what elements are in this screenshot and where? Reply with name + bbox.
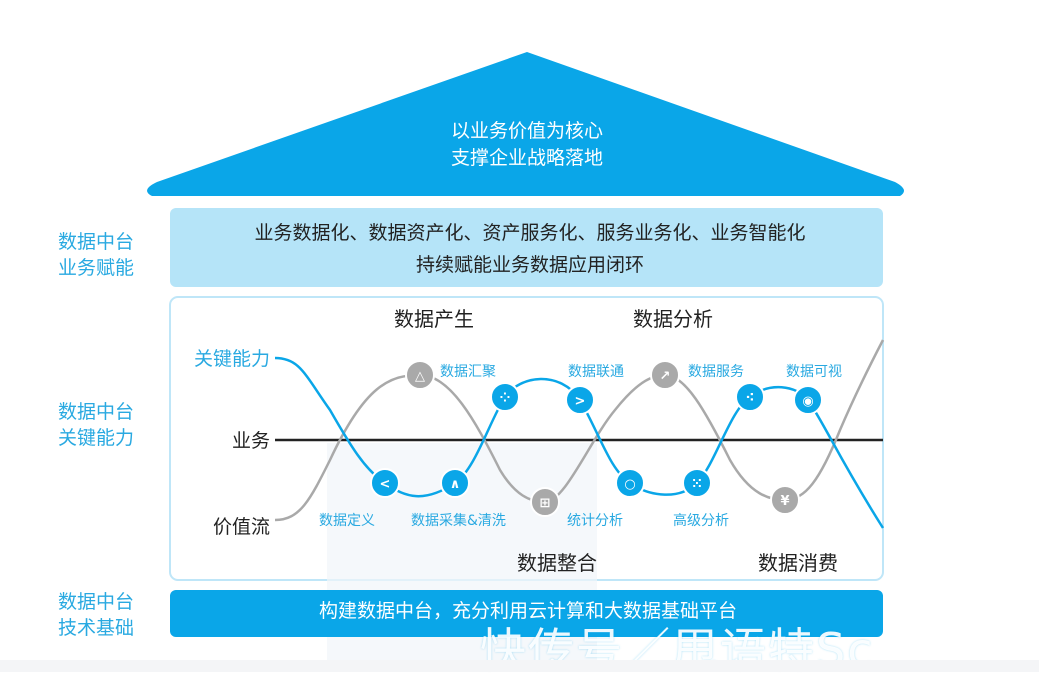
layer-label-business-2: 业务赋能 [58, 257, 134, 279]
service-icon: ⁖ [746, 391, 755, 406]
layer-label-business-1: 数据中台 [58, 231, 134, 253]
value-node [650, 360, 680, 390]
chart-icon: ↗ [660, 369, 671, 384]
aggregate-icon: △ [415, 369, 425, 384]
capability-node-label: 数据采集&清洗 [411, 512, 506, 529]
capability-node [565, 385, 595, 415]
nodes-icon: ⁙ [692, 477, 703, 492]
capability-node [490, 382, 520, 412]
capability-node [735, 382, 765, 412]
business-enablement-line-1: 业务数据化、数据资产化、资产服务化、服务业务化、业务智能化 [254, 222, 805, 244]
capability-node-label: 数据服务 [688, 364, 744, 380]
collect-icon: ∧ [450, 477, 461, 492]
layer-label-capability-1: 数据中台 [58, 401, 134, 423]
business-enablement-band [170, 208, 883, 287]
eye-icon: ◉ [802, 394, 813, 409]
capability-node-label: 数据定义 [319, 513, 375, 529]
business-enablement-line-2: 持续赋能业务数据应用闭环 [416, 254, 644, 276]
roof-line-1: 以业务价值为核心 [451, 120, 603, 142]
phase-label-generate: 数据产生 [394, 307, 474, 331]
line-label-value-stream: 价值流 [213, 516, 270, 538]
capability-node-label: 数据可视 [786, 364, 842, 380]
network-icon: ⁘ [500, 391, 511, 406]
capability-node [793, 385, 823, 415]
phase-label-consume: 数据消费 [758, 551, 838, 575]
yen-icon: ¥ [780, 494, 789, 509]
line-label-capability: 关键能力 [194, 348, 270, 370]
connect-icon: > [575, 394, 586, 409]
value-node [405, 360, 435, 390]
phase-label-analyze: 数据分析 [633, 307, 713, 331]
share-icon: < [380, 477, 391, 492]
capability-node-label: 统计分析 [567, 513, 623, 529]
capability-node [370, 468, 400, 498]
capability-node [440, 468, 470, 498]
value-node [770, 485, 800, 515]
phase-label-integrate: 数据整合 [517, 551, 597, 575]
page-footer-strip [0, 660, 1039, 672]
tech-foundation-band [170, 590, 883, 637]
capability-node [615, 468, 645, 498]
tech-foundation-text: 构建数据中台，充分利用云计算和大数据基础平台 [319, 600, 737, 622]
layer-label-capability-2: 关键能力 [58, 427, 134, 449]
line-label-business: 业务 [232, 430, 270, 452]
merge-icon: ⊞ [540, 496, 551, 511]
capability-node-label: 数据联通 [568, 364, 624, 380]
value-node-label: 数据汇聚 [440, 364, 496, 380]
roof-triangle [147, 52, 904, 196]
layer-label-foundation-1: 数据中台 [58, 591, 134, 613]
roof-line-2: 支撑企业战略落地 [451, 147, 603, 169]
capability-node [682, 468, 712, 498]
value-node [530, 487, 560, 517]
layer-label-foundation-2: 技术基础 [58, 617, 134, 639]
search-icon: ○ [624, 477, 635, 492]
capability-node-label: 高级分析 [673, 512, 729, 529]
